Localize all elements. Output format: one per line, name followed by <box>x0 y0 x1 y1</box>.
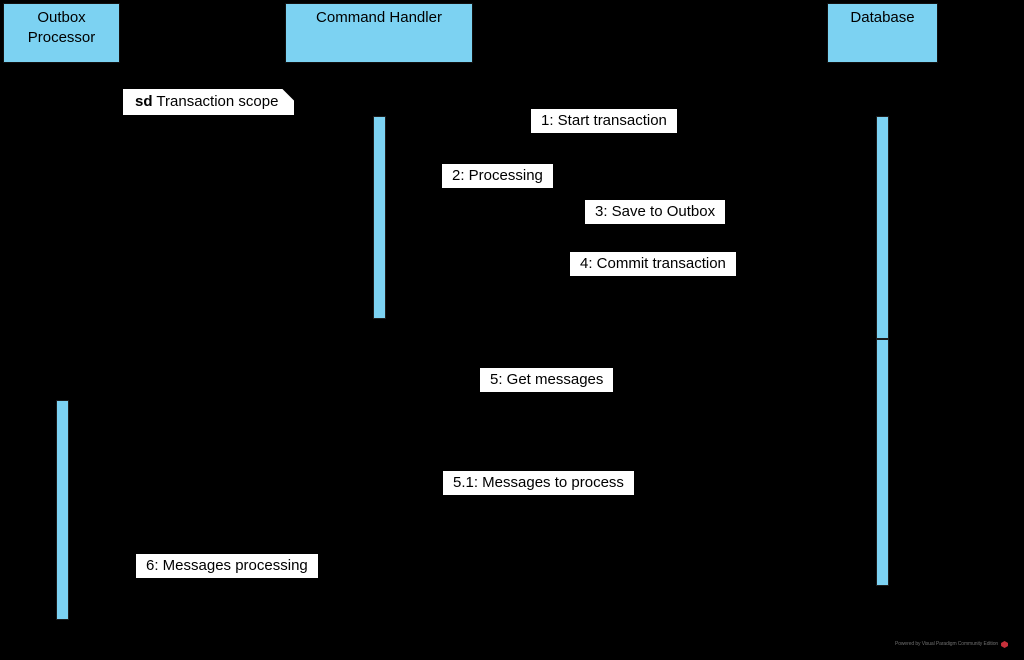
lifeline-stem-command-handler <box>379 63 380 620</box>
watermark: Powered by Visual Paradigm Community Edi… <box>895 641 1009 648</box>
message-label-3[interactable]: 3: Save to Outbox <box>585 200 726 224</box>
message-label-4[interactable]: 4: Commit transaction <box>570 252 736 276</box>
lifeline-header-command-handler[interactable]: Command Handler <box>285 3 473 63</box>
message-label-2[interactable]: 2: Processing <box>442 164 553 188</box>
activation-command-handler[interactable] <box>373 116 386 319</box>
message-label-6[interactable]: 6: Messages processing <box>136 554 318 578</box>
lifeline-stem-outbox-processor <box>61 63 63 620</box>
lifeline-header-database[interactable]: Database <box>827 3 938 63</box>
lifeline-header-outbox-processor[interactable]: Outbox Processor <box>3 3 120 63</box>
watermark-text: Powered by Visual Paradigm Community Edi… <box>895 641 999 647</box>
frame-name: Transaction scope <box>156 93 279 110</box>
visual-paradigm-logo-icon <box>1001 641 1009 648</box>
message-label-5[interactable]: 5: Get messages <box>480 368 614 392</box>
activation-outbox-processor[interactable] <box>56 400 69 620</box>
frame-label-transaction-scope: sd Transaction scope <box>123 89 294 115</box>
message-label-1[interactable]: 1: Start transaction <box>531 109 677 133</box>
message-label-5-1[interactable]: 5.1: Messages to process <box>443 471 634 495</box>
activation-database-transaction[interactable] <box>876 116 889 339</box>
activation-database-fetch[interactable] <box>876 339 889 586</box>
frame-keyword: sd <box>135 93 153 110</box>
